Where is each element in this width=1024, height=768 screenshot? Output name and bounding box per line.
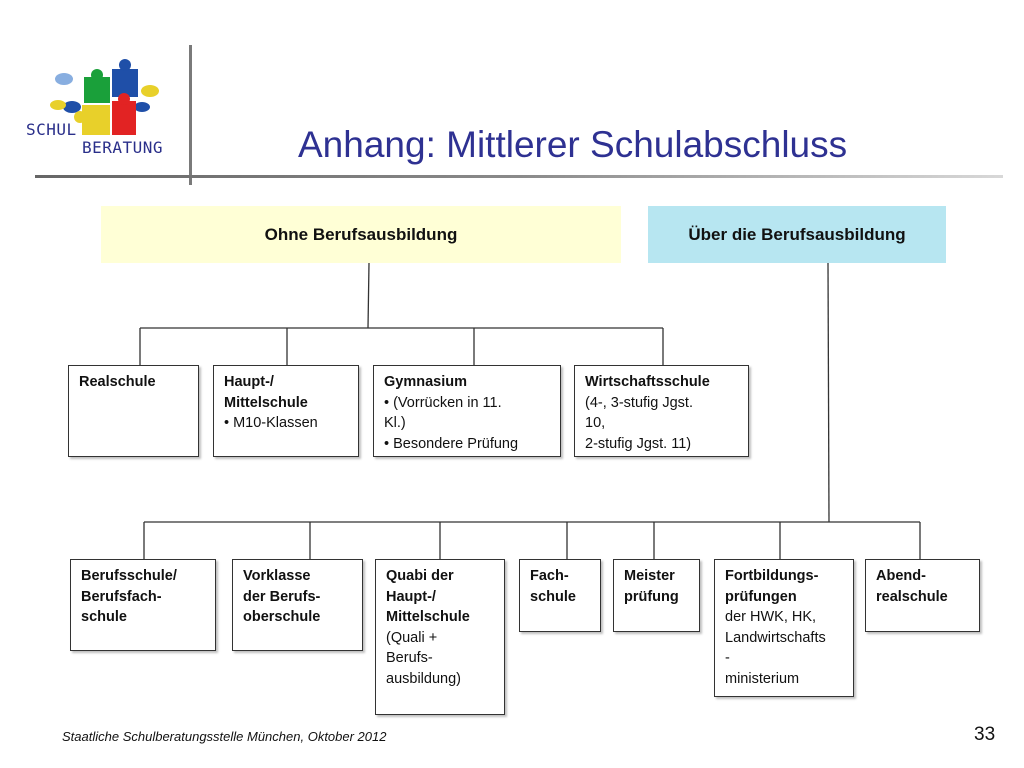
box-haupt-line-1: • M10-Klassen bbox=[224, 415, 318, 431]
box-gymnasium-line-3: • Besondere Prüfung bbox=[384, 435, 519, 452]
header-ueber-berufsausbildung: Über die Berufsausbildung bbox=[648, 206, 946, 263]
box-quabi-line-1: (Quali + bbox=[386, 629, 438, 646]
box-fortbildung-title-1: Fortbildungs- bbox=[725, 568, 819, 584]
box-fachschule: Fach- schule bbox=[519, 559, 601, 632]
box-gymnasium: Gymnasium • (Vorrücken in 11. Kl.) • Bes… bbox=[373, 365, 561, 457]
box-vorklasse-title-1: Vorklasse bbox=[243, 568, 311, 584]
box-berufsschule: Berufsschule/ Berufsfach- schule bbox=[70, 559, 216, 651]
box-wirtschaftsschule-line-3: 2-stufig Jgst. 11) bbox=[585, 435, 692, 452]
box-abend-title-2: realschule bbox=[876, 588, 948, 605]
page-number: 33 bbox=[974, 724, 996, 745]
box-gymnasium-title: Gymnasium bbox=[384, 374, 467, 390]
page-title: Anhang: Mittlerer Schulabschluss bbox=[298, 124, 848, 165]
box-haupt-title-1: Haupt-/ bbox=[224, 374, 274, 390]
box-fortbildung-line-1: der HWK, HK, bbox=[725, 609, 817, 625]
box-wirtschaftsschule-title: Wirtschaftsschule bbox=[585, 374, 710, 390]
box-abendrealschule: Abend- realschule bbox=[865, 559, 980, 632]
footer-text: Staatliche Schulberatungsstelle München,… bbox=[62, 729, 387, 744]
box-meister-title-1: Meister bbox=[624, 568, 675, 584]
header-ohne-berufsausbildung: Ohne Berufsausbildung bbox=[101, 206, 621, 263]
logo-text-beratung: BERATUNG bbox=[82, 138, 164, 157]
header-horizontal-divider bbox=[35, 175, 1003, 178]
box-fortbildung-title-2: prüfungen bbox=[725, 588, 797, 605]
box-haupt-title-2: Mittelschule bbox=[224, 394, 308, 411]
box-berufsschule-title-1: Berufsschule/ bbox=[81, 568, 177, 584]
box-quabi-line-2: Berufs- bbox=[386, 650, 433, 666]
box-wirtschaftsschule-line-1: (4-, 3-stufig Jgst. bbox=[585, 394, 693, 411]
box-realschule-title: Realschule bbox=[79, 374, 156, 390]
box-vorklasse-title-3: oberschule bbox=[243, 609, 321, 625]
puzzle-logo-icon bbox=[50, 59, 159, 135]
header-vertical-divider bbox=[189, 45, 192, 185]
box-quabi: Quabi der Haupt-/ Mittelschule (Quali + … bbox=[375, 559, 505, 715]
box-abend-title-1: Abend- bbox=[876, 568, 926, 584]
box-meister-title-2: prüfung bbox=[624, 588, 679, 605]
box-haupt-mittelschule: Haupt-/ Mittelschule • M10-Klassen bbox=[213, 365, 359, 457]
box-fachschule-title-1: Fach- bbox=[530, 568, 569, 584]
box-wirtschaftsschule: Wirtschaftsschule (4-, 3-stufig Jgst. 10… bbox=[574, 365, 749, 457]
box-wirtschaftsschule-line-2: 10, bbox=[585, 415, 606, 431]
box-fortbildung-line-4: ministerium bbox=[725, 670, 800, 687]
box-realschule: Realschule bbox=[68, 365, 199, 457]
box-meisterpruefung: Meister prüfung bbox=[613, 559, 700, 632]
box-gymnasium-line-2: Kl.) bbox=[384, 415, 406, 431]
box-quabi-line-3: ausbildung) bbox=[386, 670, 461, 687]
box-vorklasse: Vorklasse der Berufs- oberschule bbox=[232, 559, 363, 651]
box-fortbildung-line-3: - bbox=[725, 650, 730, 666]
box-fachschule-title-2: schule bbox=[530, 588, 576, 605]
box-quabi-title-1: Quabi der bbox=[386, 568, 454, 584]
box-berufsschule-title-2: Berufsfach- bbox=[81, 588, 162, 605]
box-quabi-title-3: Mittelschule bbox=[386, 609, 470, 625]
box-vorklasse-title-2: der Berufs- bbox=[243, 588, 321, 605]
box-quabi-title-2: Haupt-/ bbox=[386, 588, 436, 605]
box-berufsschule-title-3: schule bbox=[81, 609, 127, 625]
box-fortbildung-line-2: Landwirtschafts bbox=[725, 629, 826, 646]
schulberatung-logo: SCHUL BERATUNG bbox=[20, 55, 185, 165]
box-fortbildungspruefungen: Fortbildungs- prüfungen der HWK, HK, Lan… bbox=[714, 559, 854, 697]
box-gymnasium-line-1: • (Vorrücken in 11. bbox=[384, 394, 502, 411]
logo-text-schul: SCHUL bbox=[26, 120, 77, 139]
